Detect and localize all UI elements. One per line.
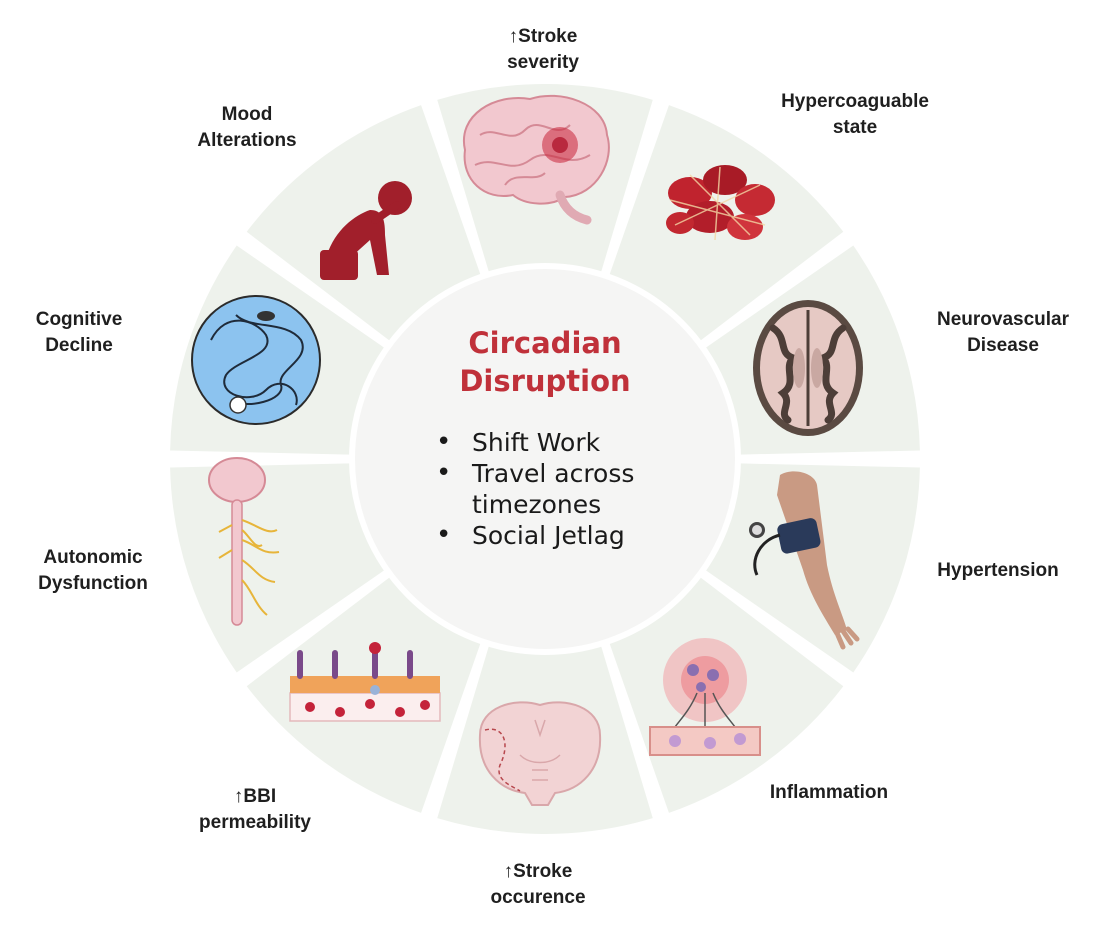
label-mood-alterations: Mood Alterations	[197, 104, 297, 151]
blood-pressure-cuff-icon	[749, 471, 860, 650]
maze-mouse-icon	[191, 295, 321, 425]
label-stroke-severity: ↑Stroke severity	[507, 26, 579, 73]
list-item: Social Jetlag	[432, 520, 634, 551]
label-cognitive-decline: Cognitive Decline	[35, 309, 123, 356]
label-autonomic-dysfunction: Autonomic Dysfunction	[38, 547, 148, 594]
nervous-system-icon	[208, 457, 280, 626]
vessel-barrier-icon	[289, 642, 441, 722]
label-bbi-permeability: ↑BBI permeability	[199, 786, 311, 833]
brain-coronal-icon	[478, 701, 602, 806]
blood-clot-icon	[666, 165, 775, 241]
center-title: Circadian Disruption	[459, 326, 631, 398]
brain-lesion-icon	[462, 94, 610, 225]
depressed-person-icon	[320, 181, 412, 280]
inflamed-vessel-icon	[649, 638, 761, 756]
label-neurovascular-disease: Neurovascular Disease	[936, 309, 1070, 356]
segment-autonomic	[170, 463, 389, 673]
label-hypercoaguable-state: Hypercoaguable state	[781, 91, 929, 138]
label-stroke-occurence: ↑Stroke occurence	[490, 861, 586, 908]
list-item: Shift Work	[432, 427, 634, 458]
label-hypertension: Hypertension	[937, 560, 1059, 581]
label-inflammation: Inflammation	[769, 782, 889, 803]
brain-section-icon	[753, 300, 863, 436]
